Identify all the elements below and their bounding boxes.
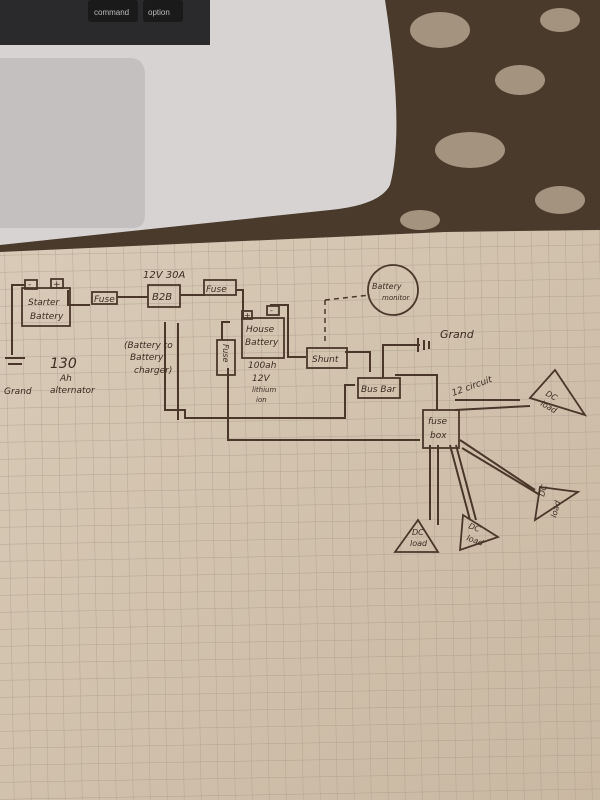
svg-text:charger): charger) [134, 366, 172, 376]
b2b-label: B2B [152, 292, 172, 303]
fuse-box-label: fuse [428, 417, 448, 427]
svg-text:Battery: Battery [245, 338, 279, 348]
dc-load-2 [393, 518, 440, 553]
svg-text:option: option [148, 8, 170, 17]
svg-text:load: load [410, 539, 428, 548]
ground-left-label: Grand [4, 387, 32, 397]
ground-right-label: Grand [440, 328, 475, 341]
dc-load-4-label: DC [537, 483, 549, 497]
dc-load-3 [458, 513, 501, 552]
battery-monitor-label: Battery [372, 282, 402, 291]
b2b-rating: 12V 30A [143, 270, 185, 281]
svg-text:monitor: monitor [382, 294, 411, 302]
monitor-link [324, 294, 371, 345]
fuse-3-label: Fuse [221, 344, 230, 363]
shunt-label: Shunt [312, 355, 339, 365]
option-key[interactable] [143, 0, 183, 22]
trackpad[interactable] [0, 58, 145, 228]
fuse-box [422, 409, 460, 449]
laptop: command option [0, 0, 397, 245]
house-battery-spec: 100ah [248, 361, 277, 371]
fuse-3 [216, 339, 236, 376]
svg-text:Battery: Battery [130, 353, 164, 363]
dc-load-2-label: DC [412, 528, 424, 537]
fuse-1 [91, 291, 118, 305]
house-battery-label: House [246, 325, 275, 335]
battery-monitor [367, 264, 419, 316]
fuse-1-label: Fuse [94, 295, 115, 305]
svg-text:12V: 12V [252, 374, 270, 384]
bus-bar-label: Bus Bar [361, 385, 397, 395]
svg-text:alternator: alternator [50, 386, 96, 396]
svg-text:+: + [244, 311, 251, 320]
dc-load-1 [528, 368, 588, 417]
alternator-label: 130 [50, 356, 77, 372]
b2b-box [147, 284, 181, 308]
carpet-pattern [400, 8, 585, 230]
house-battery [241, 317, 285, 359]
bus-bar-box [357, 377, 401, 399]
svg-text:-: - [270, 306, 273, 315]
dc-load-3-label: DC [467, 521, 482, 534]
fuse-2 [203, 279, 237, 296]
svg-text:lithium: lithium [252, 386, 276, 394]
starter-battery-label: Starter [28, 298, 61, 308]
ground-symbol-right [417, 338, 430, 352]
command-key[interactable] [88, 0, 138, 22]
svg-text:command: command [94, 8, 129, 17]
svg-text:ion: ion [256, 396, 267, 404]
fuse-2-label: Fuse [206, 285, 227, 295]
wires [5, 284, 541, 525]
starter-pos-label: + [53, 280, 61, 290]
starter-battery [21, 287, 71, 327]
svg-text:Ah: Ah [59, 374, 72, 384]
starter-neg-label: - [28, 280, 31, 290]
shunt-box [306, 347, 348, 369]
b2b-note: (Battery to [124, 341, 173, 351]
svg-text:box: box [430, 431, 447, 441]
dc-load-4 [533, 485, 581, 522]
svg-text:Battery: Battery [30, 312, 64, 322]
